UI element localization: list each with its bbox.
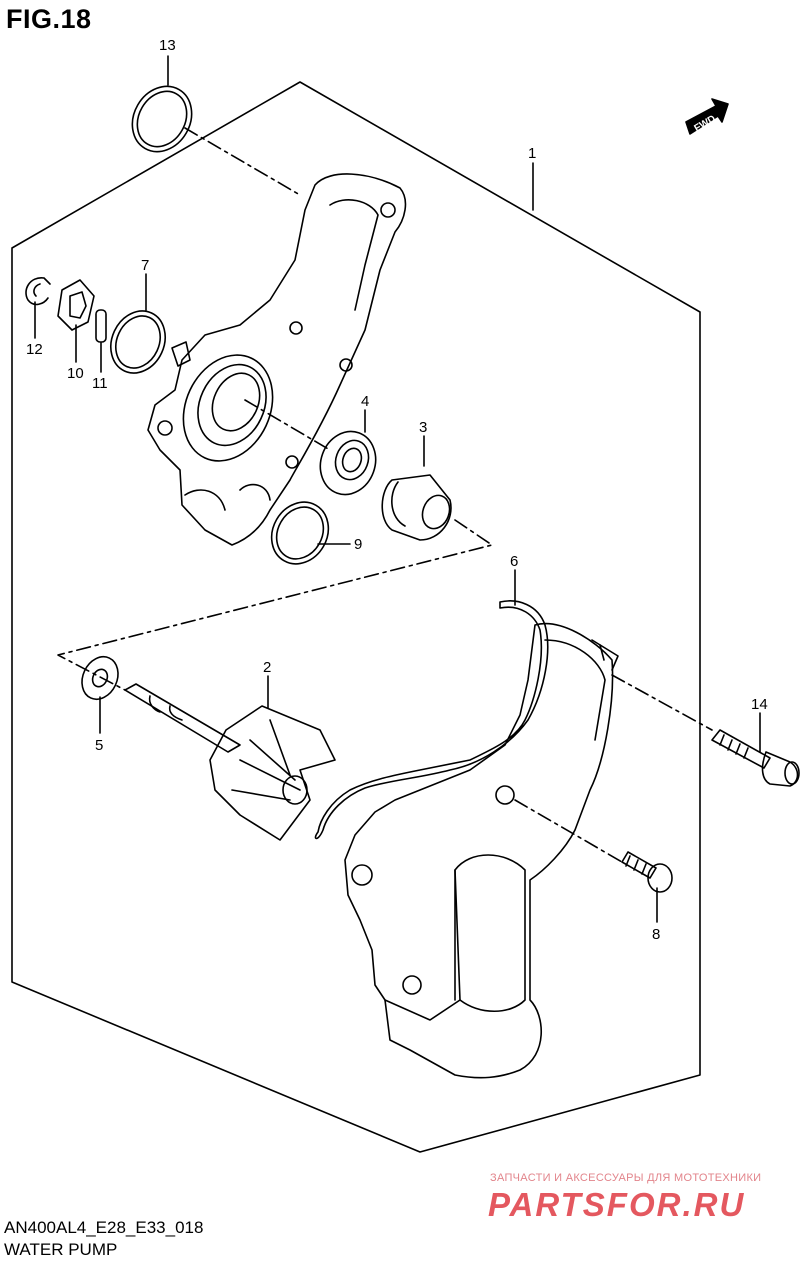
callout-10: 10 (67, 365, 84, 382)
retainer-10 (57, 279, 95, 331)
o-ring-13 (131, 85, 193, 153)
callout-8: 8 (652, 926, 660, 943)
alignment-line-shaft (244, 399, 331, 451)
callout-9: 9 (354, 536, 362, 553)
o-ring-9 (270, 501, 330, 565)
o-ring-7 (110, 310, 166, 374)
figure-name: WATER PUMP (4, 1240, 118, 1259)
callout-2: 2 (263, 659, 271, 676)
oil-seal-4 (319, 430, 377, 496)
alignment-line-bolt8 (514, 799, 623, 863)
assembly-outline (11, 81, 701, 1153)
callout-5: 5 (95, 737, 103, 754)
bolt-14 (711, 729, 771, 769)
circlip-12 (25, 277, 51, 306)
callout-6: 6 (510, 553, 518, 570)
figure-title: FIG.18 (6, 4, 92, 34)
watermark-tagline: ЗАПЧАСТИ И АКСЕССУАРЫ ДЛЯ МОТОТЕХНИКИ (490, 1172, 762, 1184)
callout-4: 4 (361, 393, 369, 410)
callout-11: 11 (92, 375, 108, 392)
washer-5 (81, 656, 119, 700)
pump-body-upper (147, 173, 407, 546)
callout-12: 12 (26, 341, 43, 358)
pin-11 (95, 309, 107, 343)
callout-13: 13 (159, 37, 176, 54)
gasket-6 (314, 600, 549, 840)
alignment-line-bolt14 (611, 674, 713, 731)
impeller-2 (209, 705, 336, 841)
figure-code: AN400AL4_E28_E33_018 (4, 1218, 204, 1237)
alignment-line-upper (184, 127, 301, 196)
bolt-8 (621, 851, 657, 879)
pump-cover (344, 622, 614, 1079)
fwd-arrow-icon (685, 98, 729, 135)
callout-1: 1 (528, 145, 536, 162)
impeller-shaft (124, 683, 241, 753)
mechanical-seal-3 (381, 474, 452, 541)
watermark-logo: PARTSFOR.RU (488, 1186, 746, 1223)
callout-14: 14 (751, 696, 768, 713)
callout-7: 7 (141, 257, 149, 274)
alignment-line-split (57, 519, 493, 691)
callout-3: 3 (419, 419, 427, 436)
